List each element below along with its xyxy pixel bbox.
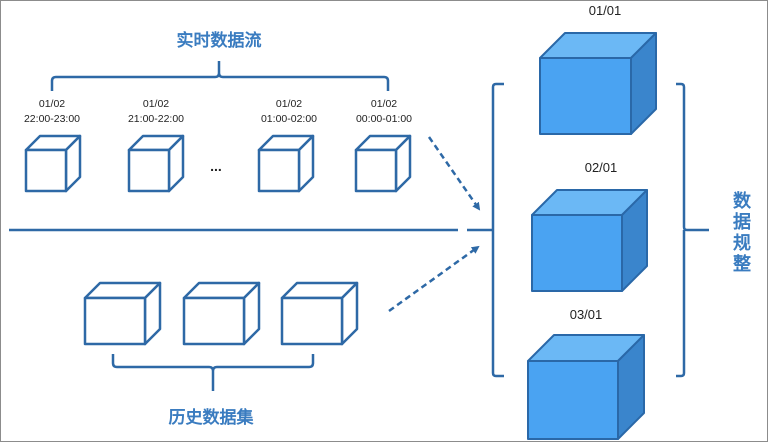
realtime-item-range: 01:00-02:00 <box>261 113 317 125</box>
history-brace <box>111 354 315 391</box>
cube-front-face <box>531 214 623 292</box>
realtime-item-range: 22:00-23:00 <box>24 113 80 125</box>
realtime-item-date: 01/02 <box>371 98 397 110</box>
realtime-cube <box>257 134 315 193</box>
normalized-cube <box>539 32 657 135</box>
cube-front-face <box>539 57 632 135</box>
realtime-title: 实时数据流 <box>177 30 262 51</box>
realtime-labels: 01/02 22:00-23:00 01/02 21:00-22:00 01/0… <box>24 98 412 125</box>
cube-front-face <box>257 148 301 193</box>
history-cube <box>280 281 359 346</box>
realtime-item-range: 00:00-01:00 <box>356 113 412 125</box>
realtime-cube <box>24 134 82 193</box>
realtime-brace <box>50 61 390 91</box>
history-cube <box>182 281 261 346</box>
normalized-left-bracket <box>491 82 504 378</box>
normalized-item-date: 02/01 <box>585 160 618 175</box>
normalized-cube <box>527 334 645 440</box>
cube-front-face <box>280 296 344 346</box>
normalized-cubes <box>527 32 657 440</box>
normalized-title-char: 据 <box>733 211 751 233</box>
history-cubes <box>83 281 359 346</box>
normalized-cube <box>531 189 648 292</box>
normalized-item-date: 01/01 <box>589 3 622 18</box>
cube-front-face <box>83 296 147 346</box>
realtime-item-range: 21:00-22:00 <box>128 113 184 125</box>
normalized-title-char: 整 <box>732 253 751 275</box>
normalized-item-date: 03/01 <box>570 307 603 322</box>
ellipsis: ... <box>210 158 222 174</box>
history-title: 历史数据集 <box>169 407 255 428</box>
realtime-item-date: 01/02 <box>143 98 169 110</box>
realtime-cube <box>354 134 412 193</box>
normalized-title: 数 据 规 整 <box>732 190 752 275</box>
realtime-cubes <box>24 134 412 193</box>
realtime-item-date: 01/02 <box>276 98 302 110</box>
normalized-right-bracket <box>676 82 709 378</box>
realtime-arrow <box>427 136 481 211</box>
history-cube <box>83 281 162 346</box>
cube-front-face <box>182 296 246 346</box>
cube-front-face <box>24 148 68 193</box>
normalized-title-char: 数 <box>733 190 752 212</box>
history-arrow <box>388 245 480 313</box>
realtime-cube <box>127 134 185 193</box>
cube-front-face <box>354 148 398 193</box>
normalized-title-char: 规 <box>733 233 751 254</box>
realtime-item-date: 01/02 <box>39 98 65 110</box>
cube-front-face <box>527 360 619 440</box>
cube-front-face <box>127 148 171 193</box>
